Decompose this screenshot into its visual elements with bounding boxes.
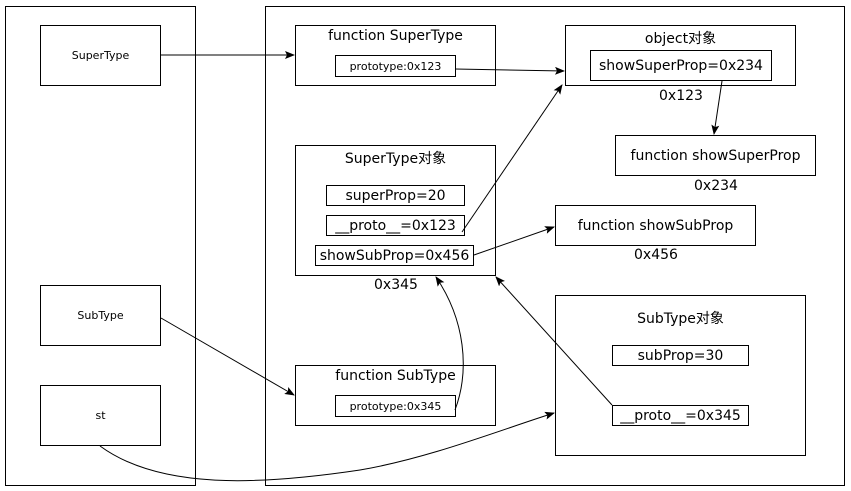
supertype-proto-text: __proto__=0x123	[335, 217, 456, 234]
object-box: object对象 showSuperProp=0x234	[565, 25, 796, 86]
function-showsubprop-address: 0x456	[634, 247, 678, 263]
object-showsuperprop-field: showSuperProp=0x234	[590, 50, 772, 81]
subtype-object-box: SubType对象	[555, 295, 806, 456]
function-supertype-box: function SuperType prototype:0x123	[295, 25, 496, 86]
subtype-object-title: SubType对象	[637, 311, 724, 327]
subtype-proto-text: __proto__=0x345	[620, 407, 741, 424]
var-supertype: SuperType	[40, 25, 161, 86]
subtype-subprop-field: subProp=30	[612, 345, 749, 366]
function-supertype-prototype: prototype:0x123	[335, 55, 456, 77]
supertype-superprop-text: superProp=20	[345, 187, 446, 204]
function-supertype-prototype-text: prototype:0x123	[349, 59, 442, 73]
supertype-showsubprop-text: showSubProp=0x456	[319, 247, 470, 264]
subtype-subprop-text: subProp=30	[637, 347, 724, 364]
var-subtype: SubType	[40, 285, 161, 346]
supertype-showsubprop-field: showSubProp=0x456	[315, 245, 474, 266]
function-showsubprop-box: function showSubProp	[555, 205, 756, 246]
function-subtype-box: function SubType prototype:0x345	[295, 365, 496, 426]
object-title: object对象	[644, 31, 717, 47]
function-showsuperprop-title: function showSuperProp	[630, 147, 801, 164]
function-subtype-prototype: prototype:0x345	[335, 395, 456, 417]
object-showsuperprop-text: showSuperProp=0x234	[599, 57, 763, 74]
var-st: st	[40, 385, 161, 446]
function-showsuperprop-box: function showSuperProp	[615, 135, 816, 176]
supertype-proto-field: __proto__=0x123	[326, 215, 465, 236]
function-subtype-title: function SubType	[335, 368, 456, 384]
object-address: 0x123	[659, 88, 703, 104]
supertype-object-address: 0x345	[374, 277, 418, 293]
supertype-object-title: SuperType对象	[344, 151, 447, 167]
subtype-proto-field: __proto__=0x345	[612, 405, 749, 426]
var-subtype-label: SubType	[77, 309, 124, 322]
function-showsubprop-title: function showSubProp	[577, 217, 734, 234]
heap-panel	[265, 6, 845, 486]
supertype-superprop-field: superProp=20	[326, 185, 465, 206]
var-st-label: st	[95, 409, 106, 422]
function-showsuperprop-address: 0x234	[694, 178, 738, 194]
var-supertype-label: SuperType	[71, 49, 130, 62]
function-subtype-prototype-text: prototype:0x345	[349, 399, 442, 413]
stack-panel	[5, 6, 196, 486]
function-supertype-title: function SuperType	[328, 28, 463, 44]
